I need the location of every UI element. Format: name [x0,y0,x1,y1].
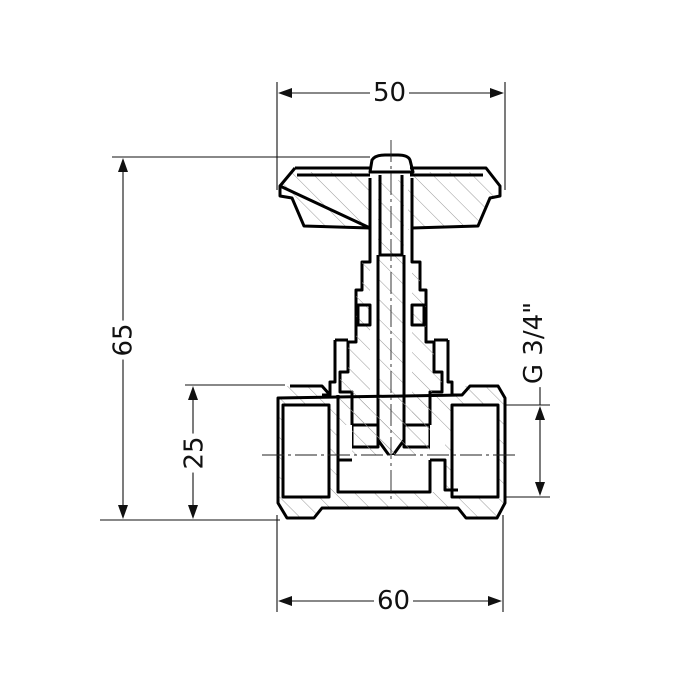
dimension-overall-height [100,156,370,521]
dimension-label-top-width: 50 [370,80,410,106]
dimension-bottom-width [276,515,504,612]
handwheel [278,153,502,230]
dimension-label-thread: G 3/4" [519,298,549,388]
dimension-label-pipe-height: 25 [180,433,210,473]
dimension-label-overall-height: 65 [109,320,139,360]
dimension-label-bottom-width: 60 [374,588,414,614]
valve-body [262,384,518,520]
